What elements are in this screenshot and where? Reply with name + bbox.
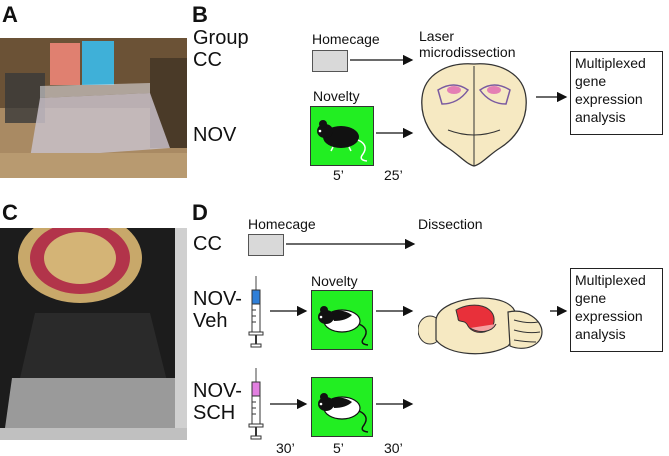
output-d-line4: analysis	[575, 326, 626, 342]
time-novelty-b: 5’	[333, 167, 344, 183]
novelty-box-sch	[311, 377, 373, 437]
homecage-label-d: Homecage	[248, 216, 316, 232]
homecage-label-b: Homecage	[312, 31, 380, 47]
novelty-box-veh	[311, 290, 373, 350]
photo-novelty-chamber	[0, 228, 187, 440]
homecage-box-b	[312, 50, 348, 72]
d-group-veh-line2: Veh	[193, 310, 228, 332]
brain-sagittal	[418, 290, 548, 360]
time-injection-d: 30’	[276, 440, 295, 456]
panel-letter-c: C	[2, 200, 18, 225]
group-header: Group	[193, 27, 249, 49]
black-mouse-icon	[317, 120, 368, 162]
novelty-label-d: Novelty	[311, 273, 358, 289]
output-b-line3: expression	[575, 91, 643, 107]
photo-arena-illustration	[0, 38, 187, 178]
syringe-sch	[246, 368, 266, 440]
brain-coronal-section	[418, 60, 530, 170]
whole-brain-icon	[418, 297, 543, 355]
novelty-box-b	[310, 106, 374, 166]
output-d-line1: Multiplexed	[575, 272, 646, 288]
panel-letter-b: B	[192, 2, 208, 27]
output-box-d: Multiplexed gene expression analysis	[570, 268, 663, 352]
novelty-label-b: Novelty	[313, 88, 360, 104]
dissection-label: Dissection	[418, 216, 483, 232]
group-nov-label: NOV	[193, 124, 237, 146]
output-box-b: Multiplexed gene expression analysis	[570, 51, 663, 135]
output-d-line3: expression	[575, 308, 643, 324]
photo-chamber-illustration	[0, 228, 187, 440]
output-b-line1: Multiplexed	[575, 55, 646, 71]
laser-label-line2: microdissection	[419, 44, 516, 60]
d-group-cc-label: CC	[193, 233, 222, 255]
photo-open-field-arena	[0, 38, 187, 178]
time-after-d: 30’	[384, 440, 403, 456]
output-b-line4: analysis	[575, 109, 626, 125]
laser-label-line1: Laser	[419, 28, 455, 44]
panel-letter-d: D	[192, 200, 208, 225]
time-after-b: 25’	[384, 167, 403, 183]
syringe-blue-icon	[248, 276, 264, 348]
hooded-mouse-icon	[318, 393, 369, 433]
homecage-box-d	[248, 234, 284, 256]
d-group-sch-line2: SCH	[193, 402, 236, 424]
syringe-vehicle	[246, 276, 266, 348]
panel-letter-a: A	[2, 2, 18, 27]
d-group-sch-line1: NOV-	[193, 380, 242, 402]
d-group-veh-line1: NOV-	[193, 288, 242, 310]
time-novelty-d: 5’	[333, 440, 344, 456]
coronal-brain-icon	[421, 63, 527, 167]
hooded-mouse-icon	[318, 306, 369, 346]
group-cc-label: CC	[193, 49, 222, 71]
output-d-line2: gene	[575, 290, 607, 306]
syringe-pink-icon	[248, 368, 264, 440]
output-b-line2: gene	[575, 73, 607, 89]
